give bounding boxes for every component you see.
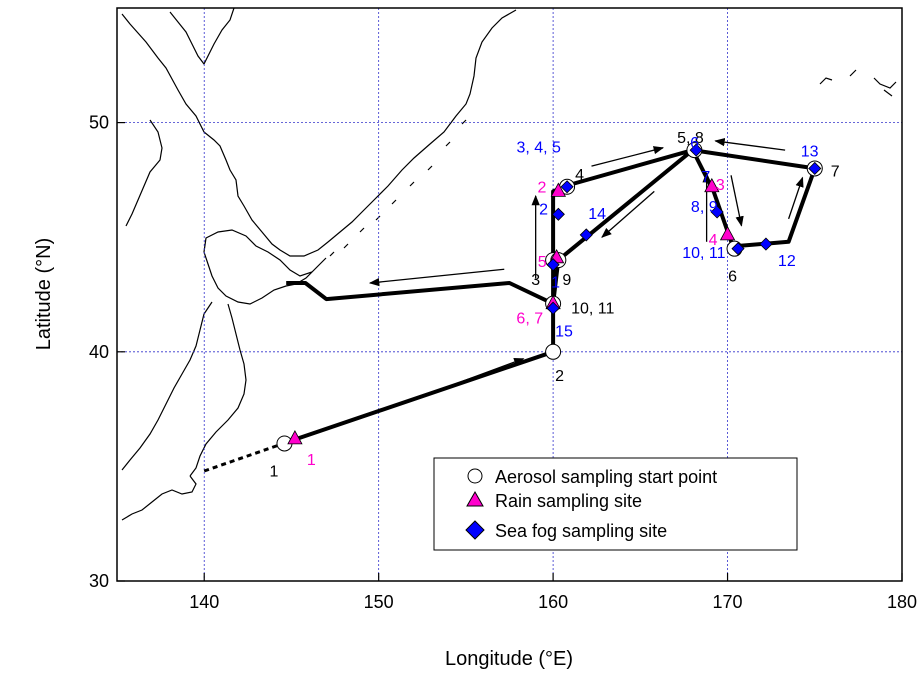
- rain-sampling-site: [719, 226, 736, 241]
- sea-fog-sampling-site: [579, 228, 593, 242]
- sea-fog-sampling-site: [759, 237, 773, 251]
- aerosol-point-label: 6: [728, 269, 737, 286]
- sea-fog-sampling-site: [710, 205, 724, 219]
- legend: Aerosol sampling start point Rain sampli…: [433, 457, 798, 551]
- x-tick-label: 160: [538, 592, 568, 612]
- y-axis-label: Latitude (°N): [33, 238, 55, 351]
- rain-site-label: 3: [716, 177, 725, 194]
- aerosol-point-label: 9: [562, 272, 571, 289]
- coastline-honshu-west: [121, 301, 213, 471]
- legend-rain-marker: [466, 490, 484, 507]
- cruise-track-line: [286, 148, 817, 441]
- sea-fog-sampling-site: [808, 161, 822, 176]
- sea-fog-sampling-site: [731, 242, 745, 256]
- sea-fog-sampling-site: [551, 207, 565, 221]
- x-tick-label: 170: [713, 592, 743, 612]
- sea-fog-sampling-site: [689, 143, 703, 157]
- sea-fog-sampling-site: [546, 301, 560, 315]
- direction-arrow: [387, 358, 525, 410]
- rain-sampling-site: [287, 430, 303, 445]
- coastline-kamchatka-kurils: [121, 9, 517, 257]
- y-tick-label: 30: [89, 571, 109, 591]
- y-axis: 30 40 50: [89, 113, 125, 591]
- aerosol-point-label: 5, 8: [677, 130, 704, 147]
- rain-sampling-site: [550, 182, 567, 197]
- direction-arrow: [787, 176, 804, 220]
- x-tick-label: 150: [364, 592, 394, 612]
- direction-arrow: [591, 146, 665, 167]
- fog-site-label: 12: [778, 253, 796, 270]
- aerosol-point-label: 1: [270, 463, 279, 480]
- direction-arrows: [368, 138, 804, 410]
- sea-fog-sampling-site: [560, 180, 574, 194]
- fog-site-label: 13: [801, 143, 819, 160]
- legend-aerosol-label: Aerosol sampling start point: [495, 467, 717, 487]
- rain-sampling-site: [704, 177, 720, 193]
- direction-arrow: [714, 138, 786, 151]
- rain-site-label: 5: [538, 254, 547, 271]
- fog-site-label: 10, 11: [682, 245, 725, 262]
- coastline-aleutian-isles: [819, 69, 897, 97]
- coastline: [121, 8, 897, 521]
- coastline-hokkaido: [203, 229, 327, 305]
- fog-site-label: 7: [701, 169, 710, 186]
- aerosol-point-label: 2: [555, 368, 564, 385]
- direction-arrow: [601, 190, 655, 238]
- direction-arrow: [730, 175, 744, 227]
- rain-site-label: 6, 7: [516, 311, 543, 328]
- fog-site-label: 8, 9: [691, 199, 718, 216]
- aerosol-point-label: 10, 11: [571, 301, 614, 318]
- plot-frame: [116, 7, 903, 582]
- fog-site-label: 2: [539, 201, 548, 218]
- fog-site-label: 14: [588, 206, 606, 223]
- legend-fog-label: Sea fog sampling site: [495, 521, 667, 541]
- coastline-sakhalin: [125, 119, 163, 227]
- aerosol-start-point: [545, 343, 562, 360]
- rain-site-label: 2: [537, 179, 546, 196]
- x-axis-label: Longitude (°E): [445, 648, 573, 670]
- legend-aerosol-marker: [467, 468, 483, 484]
- cruise-track: [203, 148, 817, 473]
- fog-site-label: 6: [690, 135, 699, 152]
- aerosol-point-label: 7: [831, 163, 840, 180]
- fog-site-label: 15: [555, 323, 573, 340]
- x-tick-label: 140: [189, 592, 219, 612]
- legend-fog-marker: [465, 520, 485, 540]
- x-tick-label: 180: [887, 592, 917, 612]
- x-axis: 140 150 160 170 180: [189, 573, 917, 612]
- aerosol-point-label: 4: [575, 167, 584, 184]
- sampling-markers: [276, 142, 823, 452]
- fog-site-label: 1: [551, 275, 560, 292]
- fog-site-label: 3, 4, 5: [516, 139, 561, 156]
- aerosol-point-label: 3: [531, 272, 540, 289]
- y-tick-label: 40: [89, 342, 109, 362]
- rain-site-label: 4: [709, 232, 718, 249]
- coastline-honshu-east: [121, 475, 197, 521]
- direction-arrow: [368, 268, 505, 287]
- rain-site-label: 1: [307, 452, 316, 469]
- sea-fog-sampling-site: [546, 258, 560, 272]
- legend-rain-label: Rain sampling site: [495, 491, 642, 511]
- y-tick-label: 50: [89, 113, 109, 133]
- coastline-honshu-north: [189, 303, 247, 477]
- coastline-kuril-isles: [329, 119, 467, 257]
- legend-box: [433, 457, 798, 551]
- coastline-kamchatka-west: [169, 8, 235, 66]
